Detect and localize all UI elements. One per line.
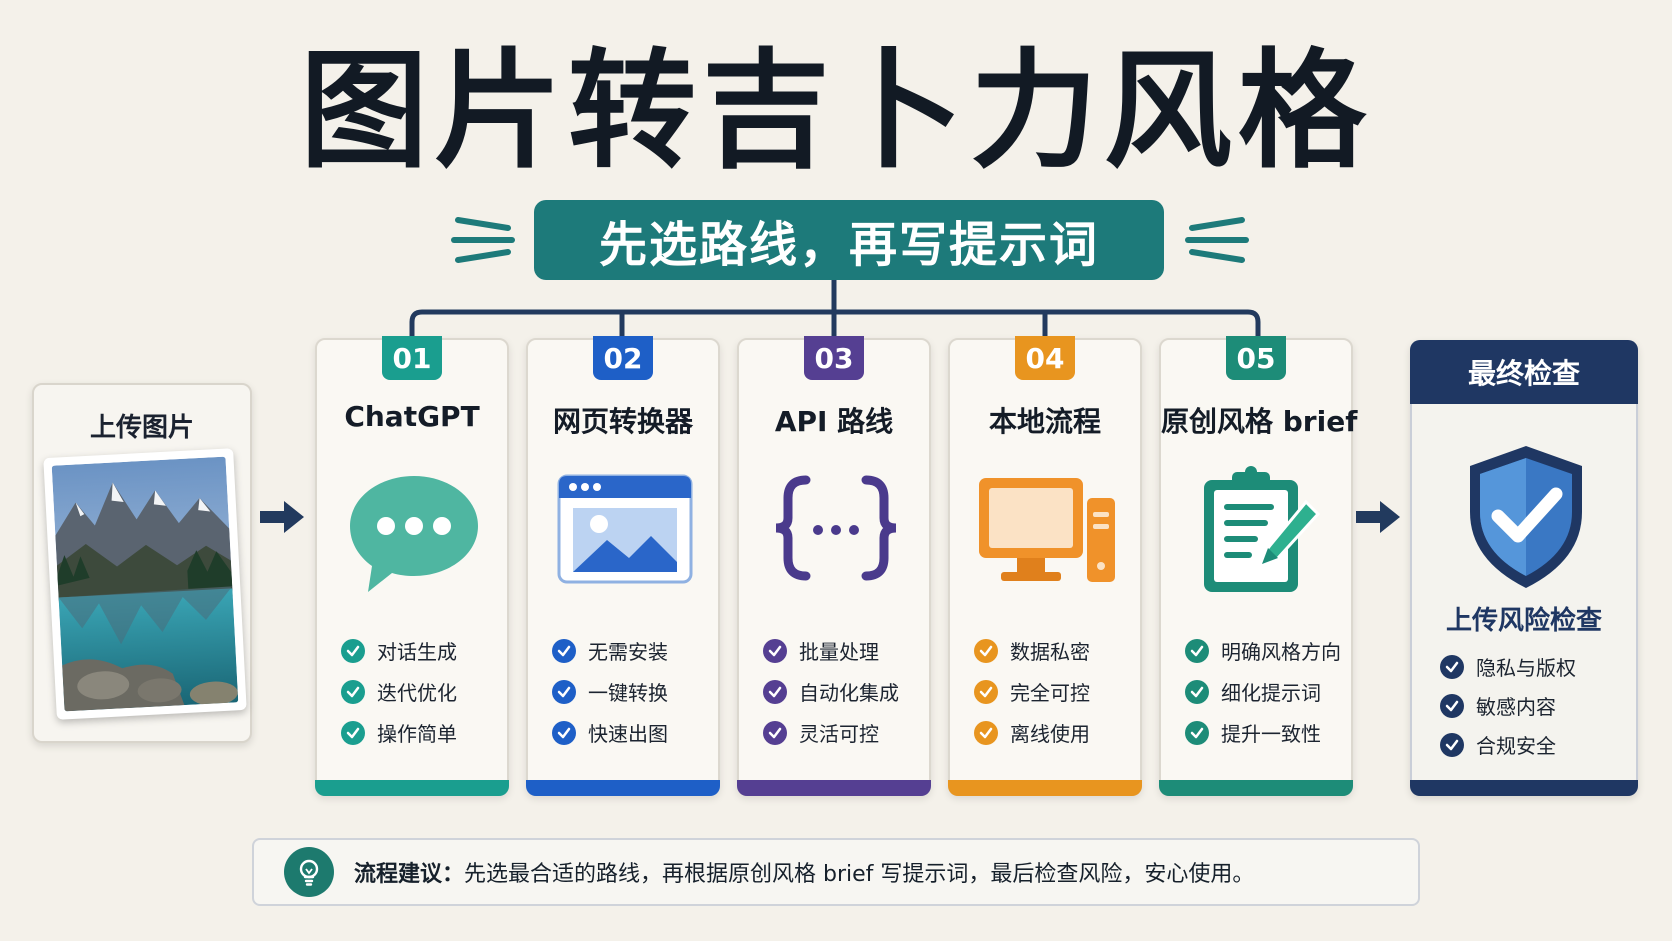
- list-item: 一键转换: [552, 671, 668, 712]
- list-item: 敏感内容: [1440, 686, 1576, 725]
- list-item: 隐私与版权: [1440, 647, 1576, 686]
- right-burst-icon: [1185, 217, 1249, 263]
- list-item: 细化提示词: [1185, 671, 1341, 712]
- feature-label: 对话生成: [377, 640, 457, 664]
- feature-label: 灵活可控: [799, 722, 879, 746]
- route-number-badge: 05: [1226, 336, 1286, 380]
- tip-text: 先选最合适的路线，再根据原创风格 brief 写提示词，最后检查风险，安心使用。: [464, 862, 1255, 887]
- check-icon: [763, 638, 787, 663]
- feature-list: 对话生成 迭代优化 操作简单: [341, 630, 457, 753]
- route-title: 本地流程: [988, 405, 1101, 438]
- final-check-subtitle: 上传风险检查: [1445, 606, 1602, 636]
- list-item: 对话生成: [341, 630, 457, 671]
- feature-label: 无需安装: [588, 640, 668, 664]
- route-title: API 路线: [774, 405, 894, 438]
- check-icon: [1185, 638, 1209, 663]
- list-item: 灵活可控: [763, 712, 899, 753]
- list-item: 无需安装: [552, 630, 668, 671]
- route-card-bar: [526, 780, 720, 796]
- final-card-bar: [1410, 780, 1638, 796]
- feature-label: 细化提示词: [1221, 681, 1321, 705]
- final-check-card[interactable]: 最终检查 上传风险检查 隐私与版权 敏感内容 合规安全: [1410, 340, 1638, 796]
- route-title: ChatGPT: [344, 400, 480, 433]
- list-item: 离线使用: [974, 712, 1090, 753]
- list-item: 数据私密: [974, 630, 1090, 671]
- tip-bar: 流程建议： 先选最合适的路线，再根据原创风格 brief 写提示词，最后检查风险…: [252, 838, 1420, 906]
- check-icon: [1440, 732, 1464, 757]
- route-card-bar: [1159, 780, 1353, 796]
- feature-list: 明确风格方向 细化提示词 提升一致性: [1185, 630, 1341, 753]
- landscape-photo: [43, 448, 247, 720]
- list-item: 批量处理: [763, 630, 899, 671]
- final-check-list: 隐私与版权 敏感内容 合规安全: [1440, 647, 1576, 764]
- check-icon: [1185, 720, 1209, 745]
- list-item: 合规安全: [1440, 725, 1576, 764]
- list-item: 快速出图: [552, 712, 668, 753]
- lightbulb-icon: [284, 847, 334, 897]
- upload-card[interactable]: 上传图片: [32, 383, 252, 743]
- feature-list: 无需安装 一键转换 快速出图: [552, 630, 668, 753]
- route-card-bar: [737, 780, 931, 796]
- list-item: 操作简单: [341, 712, 457, 753]
- shield-check-icon: [1470, 446, 1582, 588]
- list-item: 完全可控: [974, 671, 1090, 712]
- feature-label: 自动化集成: [799, 681, 899, 705]
- check-icon: [341, 720, 365, 745]
- feature-list: 批量处理 自动化集成 灵活可控: [763, 630, 899, 753]
- route-card-bar: [948, 780, 1142, 796]
- right-arrow-icon: [260, 501, 304, 533]
- right-arrow-icon: [1356, 501, 1400, 533]
- check-icon: [341, 638, 365, 663]
- feature-label: 一键转换: [588, 681, 668, 705]
- route-number-badge: 01: [382, 336, 442, 380]
- final-check-header: 最终检查: [1410, 340, 1638, 404]
- list-item: 明确风格方向: [1185, 630, 1341, 671]
- check-icon: [1440, 693, 1464, 718]
- check-icon: [974, 638, 998, 663]
- check-icon: [974, 679, 998, 704]
- route-number-badge: 02: [593, 336, 653, 380]
- check-icon: [763, 679, 787, 704]
- feature-label: 快速出图: [588, 722, 668, 746]
- check-icon: [1440, 654, 1464, 679]
- left-burst-icon: [451, 217, 515, 263]
- route-card-04[interactable]: 04 本地流程 数据私密 完全可控: [948, 336, 1142, 796]
- feature-label: 提升一致性: [1221, 722, 1321, 746]
- feature-label: 完全可控: [1010, 681, 1090, 705]
- route-card-03[interactable]: 03 API 路线 批量处理 自动化集成 灵活可控: [737, 336, 931, 796]
- route-title: 原创风格 brief: [1161, 405, 1358, 438]
- final-item-label: 隐私与版权: [1476, 656, 1576, 680]
- check-icon: [974, 720, 998, 745]
- feature-label: 批量处理: [799, 640, 879, 664]
- check-icon: [552, 638, 576, 663]
- route-card-05[interactable]: 05 原创风格 brief 明确风格方向: [1159, 336, 1358, 796]
- page-title: 图片转吉卜力风格: [299, 37, 1372, 186]
- upload-title: 上传图片: [89, 413, 194, 443]
- feature-label: 明确风格方向: [1221, 640, 1341, 664]
- route-number-badge: 03: [804, 336, 864, 380]
- feature-label: 迭代优化: [377, 681, 457, 705]
- check-icon: [341, 679, 365, 704]
- list-item: 提升一致性: [1185, 712, 1341, 753]
- check-icon: [552, 679, 576, 704]
- check-icon: [763, 720, 787, 745]
- list-item: 自动化集成: [763, 671, 899, 712]
- check-icon: [1185, 679, 1209, 704]
- route-card-bar: [315, 780, 509, 796]
- feature-label: 离线使用: [1010, 722, 1090, 746]
- route-card-01[interactable]: 01 ChatGPT 对话生成 迭代优化 操作简单: [315, 336, 509, 796]
- tip-label: 流程建议：: [354, 862, 465, 887]
- subtitle-banner: 先选路线，再写提示词: [534, 200, 1164, 280]
- final-item-label: 敏感内容: [1476, 695, 1556, 719]
- feature-label: 数据私密: [1010, 640, 1090, 664]
- feature-list: 数据私密 完全可控 离线使用: [974, 630, 1090, 753]
- route-number-badge: 04: [1015, 336, 1075, 380]
- final-item-label: 合规安全: [1476, 734, 1556, 758]
- check-icon: [552, 720, 576, 745]
- route-card-02[interactable]: 02 网页转换器 无需安装 一键转换 快速出图: [526, 336, 720, 796]
- route-title: 网页转换器: [552, 405, 693, 438]
- feature-label: 操作简单: [377, 722, 457, 746]
- list-item: 迭代优化: [341, 671, 457, 712]
